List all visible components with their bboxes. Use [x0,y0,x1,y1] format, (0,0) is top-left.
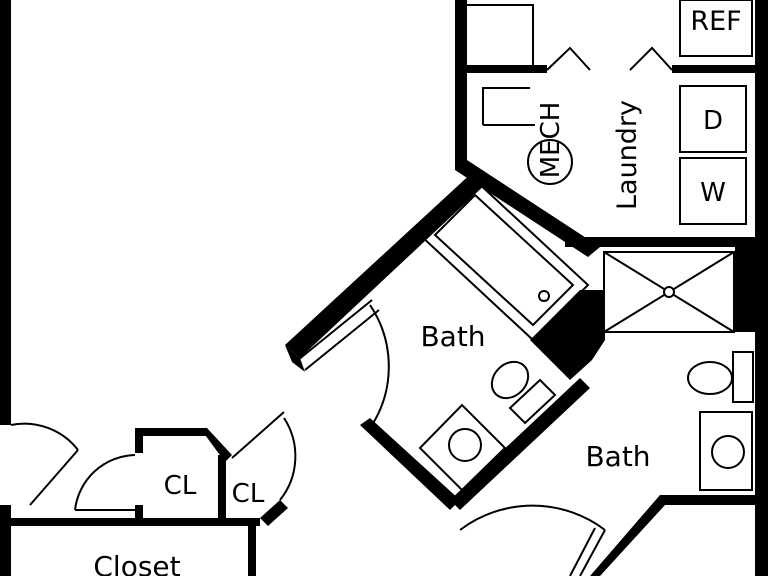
bath1-door-leaf [297,299,373,361]
wall-closet-diag [200,428,232,462]
closet2-door-swing [279,417,297,501]
kitchen-counter [467,4,534,65]
shower [603,251,735,333]
fixtures [10,0,754,576]
label-bath-2: Bath [585,440,650,473]
wall-closet-mid [135,505,143,525]
vanity-1 [418,403,507,492]
bathtub-inner [433,193,575,327]
wall-right-outer [755,0,768,340]
wall-kitchen-bottom [467,65,547,73]
washer [679,157,747,225]
wall-diagonal-upper [455,160,600,257]
wall-bath2-right-lower [755,340,768,576]
wall-bath1-left-stub [285,345,305,372]
toilet-1 [490,360,530,400]
water-heater [527,139,573,185]
wall-left-lower [0,505,11,576]
label-cl-1: CL [164,471,197,501]
vanity-2 [699,411,753,491]
laundry-bifold-right [629,46,673,71]
mech-closet-outline [482,87,530,125]
wall-bath2-right [735,247,755,332]
wall-closet-bottom [0,518,260,526]
wall-closet-top [135,428,207,436]
label-laundry: Laundry [612,100,643,210]
label-ref: REF [690,6,741,37]
wall-central-vertical [455,0,467,170]
wall-bath2-bottom [590,495,755,576]
label-mech: MECH [536,102,566,179]
bath1-door-swing [369,304,390,426]
wall-closet-corner [260,500,288,526]
label-dryer: D [703,106,723,136]
wall-bath1-bottom [360,418,460,510]
bath2-door-leaf-2 [569,527,596,576]
label-bath-1: Bath [420,320,485,353]
label-cl-2: CL [232,479,265,509]
wall-bath-divider [450,378,590,510]
sink-2 [711,435,745,469]
shower-drain [663,286,675,298]
wall-left-outer [0,0,11,425]
wall-closet-right [248,518,256,576]
sink-1 [448,428,482,462]
laundry-bifold-left [546,46,591,71]
refrigerator [679,0,753,57]
toilet-1-tank [508,378,557,425]
label-washer: W [700,178,726,208]
closet-walls [0,428,288,576]
bathtub [418,178,590,342]
entry-door-leaf [29,449,79,506]
bath2-door-swing [459,504,606,531]
wall-closet-left [135,428,143,453]
label-closet: Closet [93,550,180,576]
bath1-door-leaf-2 [304,309,380,371]
wall-laundry-top [672,65,760,73]
wall-closet-divider [218,455,226,525]
bath2-door-leaf [579,529,606,576]
closet1-door-swing [74,454,136,511]
entry-door-swing [10,422,79,451]
wall-laundry-bottom [565,237,768,247]
closet2-door-leaf [231,411,285,459]
dryer [679,85,747,153]
tub-drain [538,290,550,302]
wall-shaft [530,290,605,380]
toilet-2-tank [732,351,754,403]
